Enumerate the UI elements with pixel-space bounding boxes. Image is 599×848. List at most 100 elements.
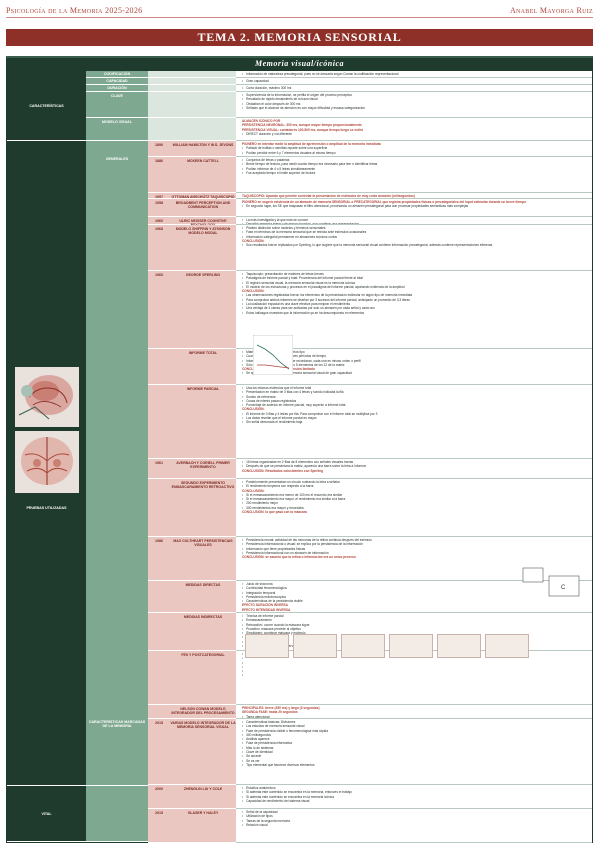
row-year: 1958 [148,199,170,217]
header-divider [6,17,593,18]
content-line: En segundo lugar, los SE que traspasan e… [242,204,589,208]
content-line: SEGUNDA FASE: hasta 20 segundos [242,710,298,715]
content-line: Una ventaja de 4 claves para ser activad… [242,306,589,310]
row-author: Modelo Shiffrin y Atkinson modelo modal [170,225,236,271]
content-line: Podían informar de 4 o 5 letras simultán… [242,167,589,171]
content-line [242,673,589,677]
row-content: Posteriormente presentaban un círculo ro… [236,479,592,537]
section-title: Memoria visual/icónica [6,56,593,70]
row-author: Nelson Cowan modelo integrador del proce… [170,705,236,719]
sperling-figure-icon [253,335,293,375]
content-line: Técnica de informe parcial [242,614,589,618]
content-line: Información que tiene propiedades física… [242,547,589,551]
row-content: La más investigada y la que más se conoc… [236,217,592,225]
fes-thumb-6 [485,634,529,658]
content-line: CONCLUSIÓN: lo que pasa con la máscara [242,510,307,515]
row-year [148,349,170,385]
content-line: Resultado de rápido decaimiento de la tr… [242,97,589,101]
content-line: Se accede [242,754,589,758]
content-line: CONCLUSIÓN: [242,238,265,243]
content-line: Se apoyó la existencia de una memoria se… [242,371,589,375]
content-line: CONCLUSIÓN: [242,289,265,294]
content-line: PRINCIPALES: breve (250 ms) y largo (3 s… [242,706,320,710]
content-line: El modelo de los estructuras y procesos … [242,285,589,289]
content-line: Simultáneo: combinar máscara y estímulo [242,631,589,635]
row-year: 1957 [148,193,170,199]
content-line: Integración temporal [242,591,589,595]
row-author: Varias modelo integrador de la memoria s… [170,719,236,785]
row-year [148,705,170,719]
row-content: TAQUISCOPIO: Aparato que permite control… [236,193,592,199]
row-content: Supervivencia de la información, se perf… [236,92,592,118]
col2-caracteristicas-marcadas: Características marcadas de la memoria [86,716,148,786]
row-year: 1960 [148,217,170,225]
content-line: Sólo eran capaces de recordar 4 o 5 elem… [242,363,589,367]
content-line: La más investigada y la que más se conoc… [242,218,589,222]
row-year: 1961 [148,459,170,479]
row-author: Informe parcial [170,385,236,459]
row-author: George Sperling [170,271,236,349]
row-content: Usa los mismos estímulos que el informe … [236,385,592,459]
content-line: Utilización de tipos [242,814,589,818]
fes-thumb-2 [293,634,337,658]
row-author: Broadbent perception and communication [170,199,236,217]
col2-capacidad: Capacidad [86,78,148,85]
content-line: Enmascaramiento [242,618,589,622]
content-line: 300 rendimientos era mayor y recordaba [242,506,589,510]
content-line: Corta duración, máximo 300 ms [242,86,589,90]
row-year: 1986 [148,537,170,581]
content-line: CONCLUSIÓN: Resultados coincidentes con … [242,468,324,473]
content-line: Proactivo: máscara precede al objetivo [242,627,589,631]
col2-duracion: Duración [86,85,148,92]
content-line: Señal de la capacidad [242,810,589,814]
content-line: Podían percibir entre 6 y 7 elementos vi… [242,151,589,155]
row-content: Estudios anatómicosSi además este conten… [236,785,592,809]
row-content: Taquiscopio: presentación de matrices de… [236,271,592,349]
row-year [148,479,170,537]
fes-thumb-4 [389,634,433,658]
row-year [148,581,170,613]
col1-vital: Vital [7,786,86,842]
row-content: Planteó distinción sobre modelos y térmi… [236,225,592,271]
content-line: Conjuntos de letras o palabras [242,158,589,162]
content-line: Información de naturaleza precategorial,… [242,72,589,76]
row-year: 2015 [148,719,170,785]
row-content: PIONERO en sugerir existencia de un alma… [236,199,592,217]
row-content: Conjuntos de letras o palabrasBreve tiem… [236,157,592,193]
content-line: Retroactivo: ocurre cuando la máscara si… [242,623,589,627]
row-content: Gran capacidad [236,78,592,85]
content-line: Se va ver [242,759,589,763]
content-line: PERSISTENCIA NEURONAL: 300 ms, aunque ma… [242,123,362,128]
row-content: PIONERO en intentar medir la amplitud de… [236,141,592,157]
row-year: 1890 [148,141,170,157]
content-line: PERSISTENCIA VISUAL: contadores 100-500 … [242,127,364,132]
content-line: Si el enmascaramiento era mayor, el rend… [242,497,589,501]
row-author: Zhenglin Liu y Cole [170,785,236,809]
row-author: William Hamilton y W.S. Jevons [170,141,236,157]
col1-pruebas-label: Pruebas utilizadas [26,506,67,510]
col2-clave: Clave [86,92,148,118]
brain-anatomy-icon [15,431,79,493]
col1-pruebas: Pruebas utilizadas [7,141,86,786]
fes-thumb-1 [245,634,289,658]
content-line: Análisis aparece [242,737,589,741]
content-line: 200 rendimiento mejor [242,501,589,505]
content-line: Más lo de sistemas [242,746,589,750]
row-author: Glaser y Haley [170,809,236,843]
content-line: Breve tiempo de lectura, para medir cuan… [242,162,589,166]
content-line: Porcentaje de aciertos en informe parcia… [242,403,589,407]
row-author: Max Coltheart persistencias visuales [170,537,236,581]
content-line: 300 milisegundos [242,733,589,737]
content-line: Para comprobar ambos informes se diseñan… [242,298,589,302]
row-content: Persistencia neural: actividad de las ne… [236,537,592,581]
row-year [148,385,170,459]
row-year [148,651,170,705]
content-line: Continuidad fenomenológica [242,586,589,590]
row-content: 16 letras organizadas en 2 filas de 8 el… [236,459,592,479]
row-spacer [148,85,236,92]
content-line: 16 letras organizadas en 2 filas de 8 el… [242,460,589,464]
content-line: Supervivencia de la información, se perf… [242,93,589,97]
content-line: Describir memoria breve y de menor durac… [242,222,589,224]
brain-illustration-icon [15,367,79,427]
